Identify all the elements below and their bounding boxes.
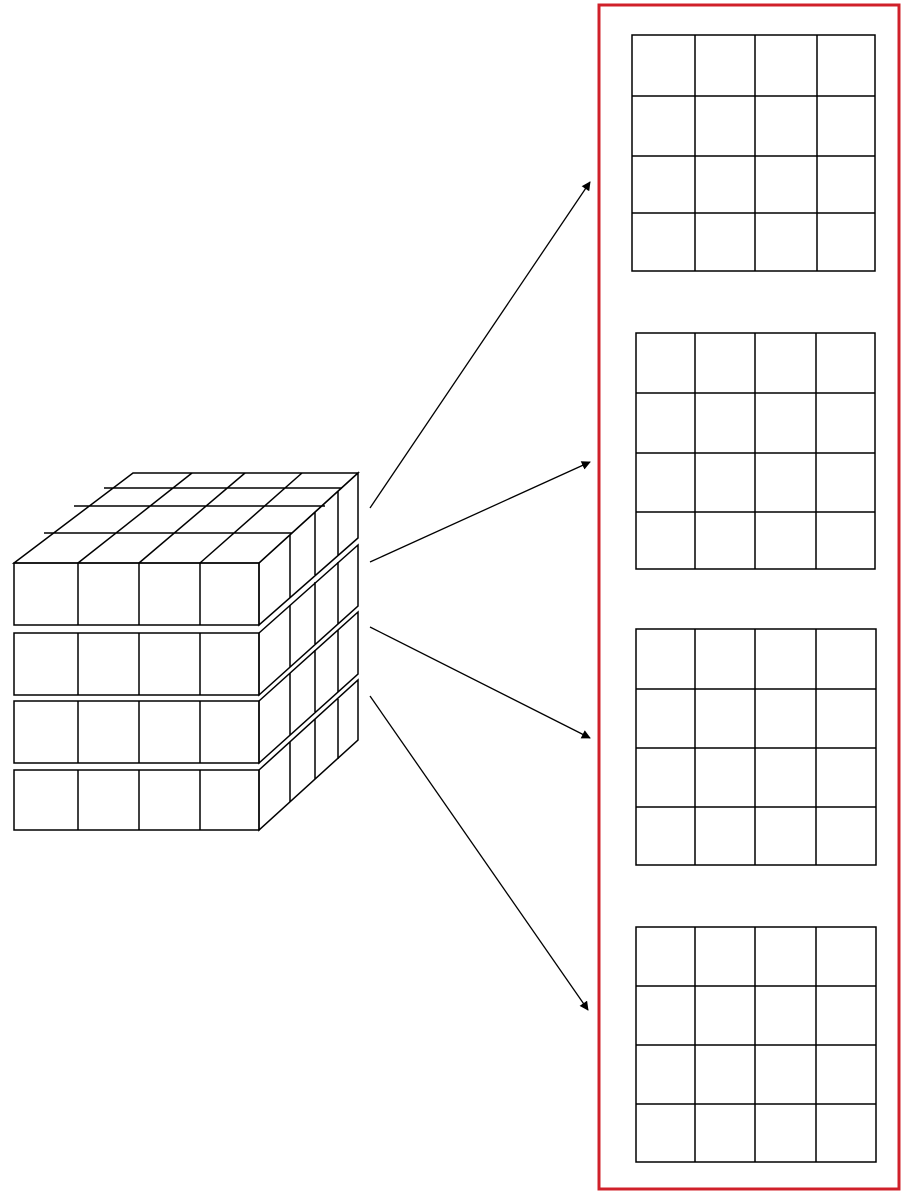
arrow-layer-3: [369, 626, 591, 739]
slice-grid-3: [635, 628, 877, 866]
arrow-layer-4: [369, 695, 589, 1011]
slice-grid-1: [631, 34, 876, 272]
cube-layer-3: [13, 610, 359, 765]
slices-container: [597, 3, 901, 1191]
cube-layer-4: [13, 678, 359, 832]
cube-top-face: [11, 472, 360, 564]
layered-cube: [11, 471, 360, 832]
slice-grid-2: [635, 332, 876, 570]
cube-layer-2: [13, 543, 359, 697]
arrow-layer-1: [369, 181, 591, 509]
slice-grid-4: [635, 926, 877, 1163]
arrow-layer-2: [369, 461, 591, 563]
cube-layer-1: [13, 471, 359, 627]
